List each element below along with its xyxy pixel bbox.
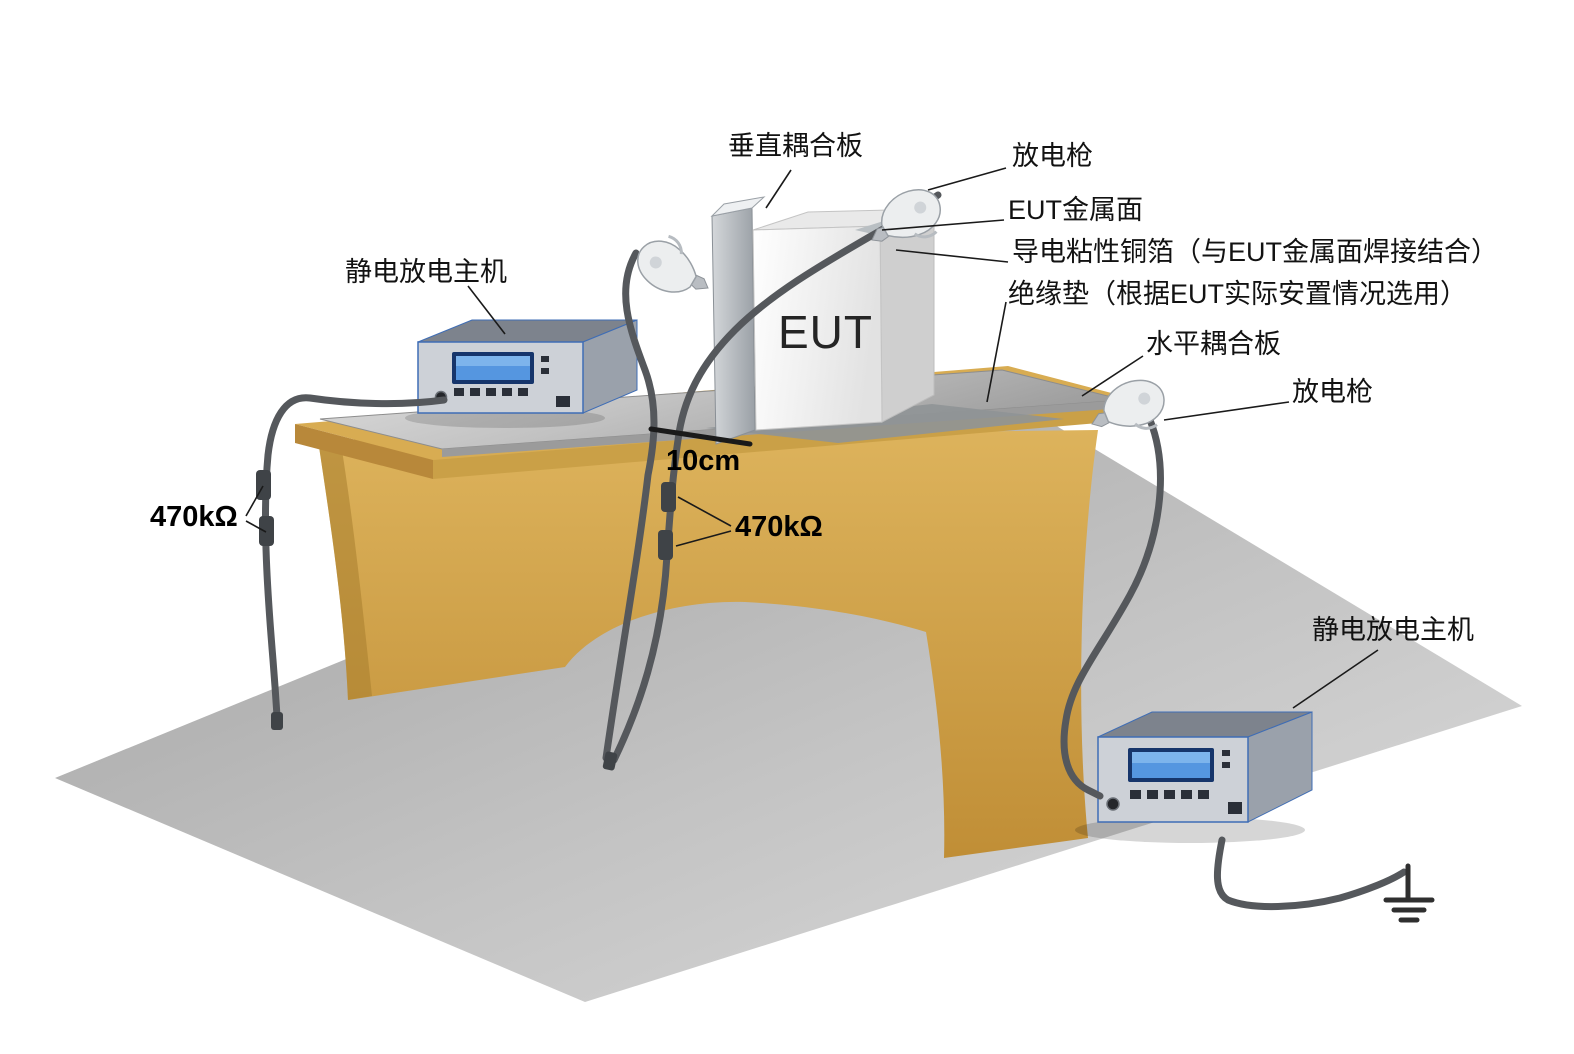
table-leg-left-shade <box>318 438 372 700</box>
leader-insulation-pad <box>986 301 1007 403</box>
leader-discharge-gun-top <box>927 167 1007 191</box>
leader-copper-foil <box>895 249 1009 263</box>
label-discharge-gun-top: 放电枪 <box>1012 141 1093 171</box>
cable-left-gun <box>602 249 658 762</box>
ground-symbol <box>1383 863 1435 923</box>
leader-discharge-gun-right <box>1163 401 1290 421</box>
eut-box-front <box>752 225 883 431</box>
esd-generator-left-device <box>417 319 638 414</box>
cables <box>262 191 1408 911</box>
resistor-left-2 <box>259 516 274 546</box>
label-resistor-center: 470kΩ <box>735 511 823 543</box>
label-discharge-gun-right: 放电枪 <box>1292 377 1373 407</box>
leader-resistor-left-a <box>245 485 264 517</box>
generator-right-shadow <box>1075 817 1305 843</box>
label-esd-generator-right: 静电放电主机 <box>1312 615 1474 645</box>
leader-lines <box>245 167 1379 709</box>
label-insulation-pad: 绝缘垫（根据EUT实际安置情况选用） <box>1008 279 1467 309</box>
cable-plug-left <box>271 712 283 730</box>
label-resistor-left: 470kΩ <box>150 501 238 533</box>
cable-top-gun <box>610 191 942 764</box>
leader-esd-generator-right <box>1292 649 1379 709</box>
label-conductive-copper-foil: 导电粘性铜箔（与EUT金属面焊接结合） <box>1012 237 1498 267</box>
leader-resistor-left-b <box>245 520 267 533</box>
label-horizontal-coupling-plate: 水平耦合板 <box>1146 329 1281 359</box>
discharge-gun-left-shape <box>627 225 723 312</box>
label-distance-10cm: 10cm <box>666 445 741 477</box>
cable-right-gun <box>1060 416 1164 800</box>
leader-eut-metal-surface <box>881 219 1005 231</box>
label-eut: EUT <box>778 306 873 358</box>
ground-plane <box>55 392 1522 1002</box>
cable-plug-center <box>602 751 618 771</box>
insulation-pad-shape <box>706 404 1064 443</box>
vertical-coupling-plate-top <box>710 196 766 217</box>
cable-ground <box>1213 836 1408 911</box>
resistors <box>256 470 676 771</box>
leader-resistor-center-b <box>675 530 732 547</box>
tabletop-edge-left <box>295 424 433 479</box>
cable-left-generator <box>262 394 448 720</box>
resistor-center-2 <box>658 530 673 560</box>
eut-box-side <box>879 208 935 423</box>
vertical-coupling-plate-shape <box>711 207 756 445</box>
resistor-center-1 <box>661 482 676 512</box>
table-legs <box>318 430 1098 858</box>
label-vertical-coupling-plate: 垂直耦合板 <box>728 131 863 161</box>
leader-esd-generator-left <box>467 285 506 335</box>
esd-generator-right-device <box>1097 711 1313 823</box>
label-esd-generator-left: 静电放电主机 <box>345 257 507 287</box>
leader-resistor-center-a <box>677 496 732 527</box>
label-eut-metal-surface: EUT金属面 <box>1008 195 1143 225</box>
distance-bracket <box>648 426 753 447</box>
leader-horizontal-coupling-plate <box>1081 355 1144 397</box>
leader-vertical-coupling-plate <box>765 169 792 209</box>
